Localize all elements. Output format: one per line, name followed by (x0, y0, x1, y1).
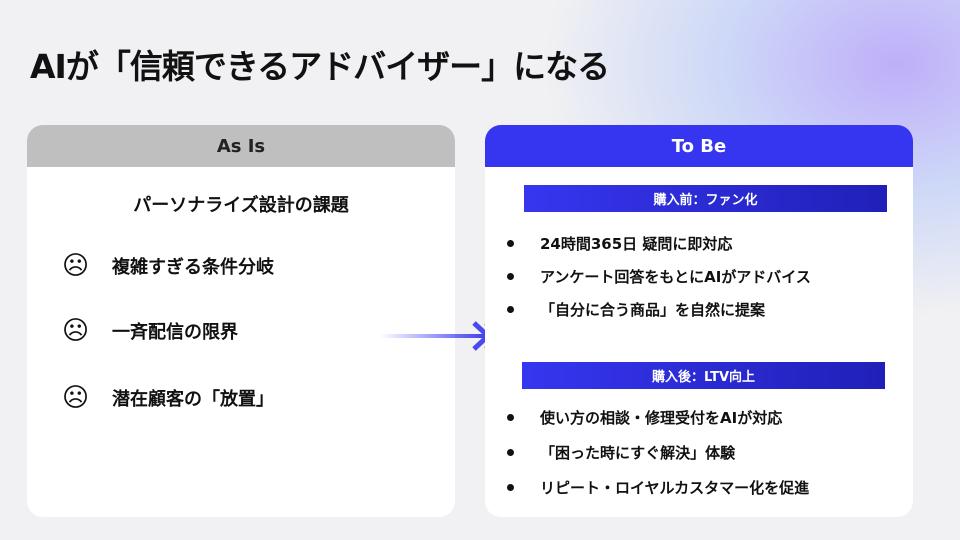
frown-icon: ☹ (62, 316, 90, 346)
as-is-subtitle: パーソナライズ設計の課題 (133, 195, 349, 216)
list-item-text: リピート・ロイヤルカスタマー化を促進 (540, 479, 810, 497)
list-item-text: アンケート回答をもとにAIがアドバイス (540, 268, 811, 286)
issue-text: 複雑すぎる条件分岐 (112, 257, 274, 278)
list-item-text: 「自分に合う商品」を自然に提案 (540, 301, 766, 319)
list-item: リピート・ロイヤルカスタマー化を促進 (507, 477, 809, 498)
issue-item: ☹ 複雑すぎる条件分岐 (62, 253, 274, 279)
list-item: 使い方の相談・修理受付をAIが対応 (507, 407, 782, 428)
to-be-header: To Be (485, 125, 913, 167)
issue-text: 潜在顧客の「放置」 (112, 389, 274, 410)
frown-icon: ☹ (62, 251, 90, 281)
issue-item: ☹ 潜在顧客の「放置」 (62, 385, 274, 411)
bullet-icon (507, 484, 514, 491)
bullet-icon (507, 306, 514, 313)
section-banner-pre-purchase: 購入前：ファン化 (524, 185, 887, 212)
bullet-icon (507, 414, 514, 421)
issue-text: 一斉配信の限界 (112, 322, 238, 343)
list-item: 「困った時にすぐ解決」体験 (507, 442, 735, 463)
list-item-text: 「困った時にすぐ解決」体験 (540, 444, 736, 462)
to-be-card: To Be 購入前：ファン化 24時間365日 疑問に即対応 アンケート回答をも… (485, 125, 913, 517)
list-item-text: 使い方の相談・修理受付をAIが対応 (540, 409, 783, 427)
list-item: アンケート回答をもとにAIがアドバイス (507, 266, 811, 287)
as-is-card: As Is パーソナライズ設計の課題 ☹ 複雑すぎる条件分岐 ☹ 一斉配信の限界 ☹… (27, 125, 455, 517)
bullet-icon (507, 449, 514, 456)
list-item: 「自分に合う商品」を自然に提案 (507, 299, 765, 320)
issue-item: ☹ 一斉配信の限界 (62, 318, 238, 344)
list-item-text: 24時間365日 疑問に即対応 (540, 235, 733, 253)
section-banner-post-purchase: 購入後：LTV向上 (522, 362, 885, 389)
list-item: 24時間365日 疑問に即対応 (507, 233, 732, 254)
page-title: AIが「信頼できるアドバイザー」になる (30, 47, 610, 86)
bullet-icon (507, 240, 514, 247)
frown-icon: ☹ (62, 383, 90, 413)
as-is-header: As Is (27, 125, 455, 167)
bullet-icon (507, 273, 514, 280)
